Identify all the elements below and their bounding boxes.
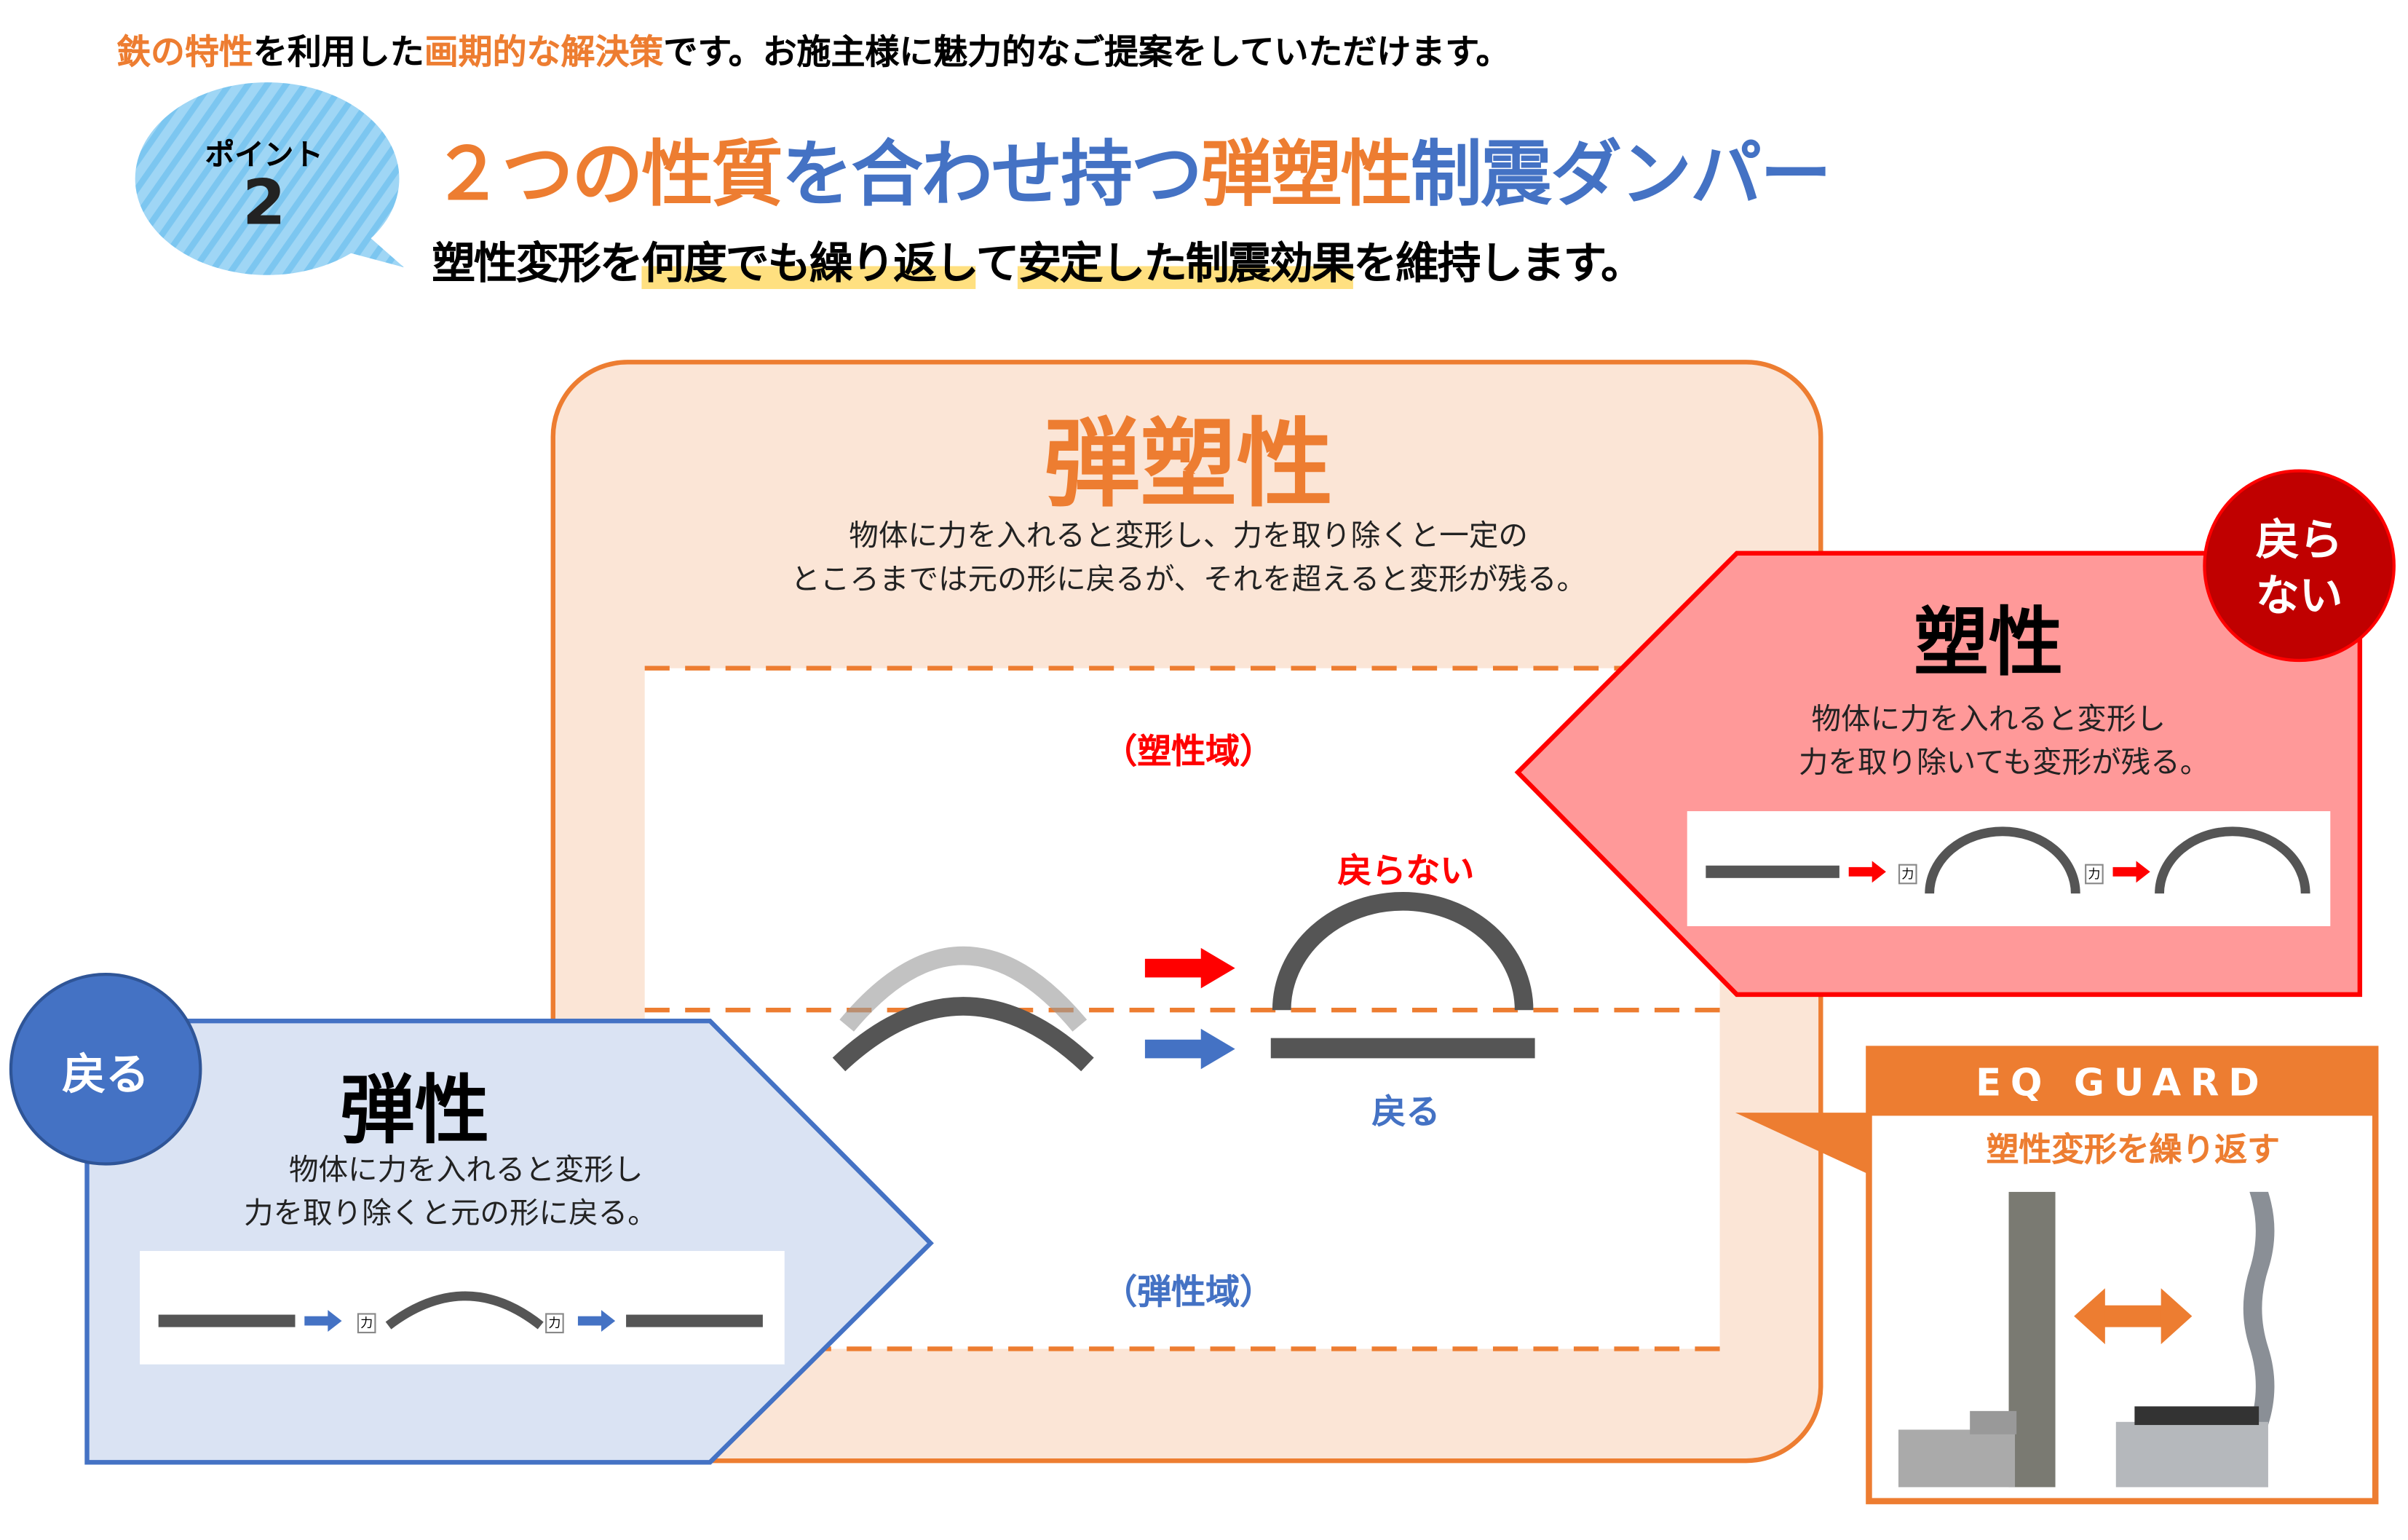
permanent-arch [1272, 892, 1534, 1011]
intro-part: を利用した [253, 33, 424, 74]
subtitle-part: を維持します。 [1353, 237, 1644, 289]
force-label: 力 [545, 1313, 564, 1334]
double-arrow-icon [2074, 1288, 2193, 1345]
intro-part: です。お施主様に魅力的なご提案をしていただけます。 [663, 33, 1510, 74]
plastic-heading: 塑性 [1914, 599, 2064, 687]
elastoplastic-heading: 弾塑性 [1044, 407, 1334, 521]
title-part: 制震ダンパー [1410, 132, 1831, 216]
force-label: 力 [2085, 864, 2104, 885]
subtitle-highlight: 安定した制震効果 [1018, 237, 1355, 289]
product-name: EQ GUARD [1976, 1061, 2269, 1105]
straight-bar [1270, 1038, 1535, 1059]
plastic-arch [1925, 826, 2080, 894]
intro-part: 画期的な解決策 [424, 33, 664, 74]
subtitle-part: 塑性変形を [432, 237, 643, 289]
plastic-desc-2: 力を取り除いても変形が残る。 [1798, 746, 2210, 781]
subtitle: 塑性変形を何度でも繰り返して安定した制震効果を維持します。 [432, 230, 1644, 299]
returns-badge [9, 973, 202, 1166]
point-number: 2 [242, 167, 286, 240]
returns-label: 戻る [1371, 1094, 1441, 1133]
subtitle-part: て [975, 237, 1020, 289]
no-return-label: 戻らない [1337, 853, 1475, 893]
elastoplastic-desc-2: ところまでは元の形に戻るが、それを超えると変形が残る。 [791, 562, 1587, 597]
title-part: を合わせ持つ [781, 132, 1203, 216]
elastoplastic-desc-1: 物体に力を入れると変形し、力を取り除くと一定の [849, 518, 1528, 553]
returns-badge-text: 戻る [62, 1049, 149, 1101]
elastic-desc-1: 物体に力を入れると変形し [288, 1153, 643, 1188]
bent-bar-faded [839, 946, 1088, 1032]
product-caption: 塑性変形を繰り返す [1986, 1131, 2280, 1169]
red-arrow-icon [1848, 861, 1886, 883]
subtitle-highlight: 何度でも繰り返し [641, 237, 978, 289]
plastic-arch-remains [2155, 826, 2310, 894]
elastic-zone-label: （弾性域） [1103, 1274, 1275, 1314]
bent-bar [832, 997, 1094, 1072]
force-label: 力 [357, 1313, 376, 1334]
damper-photo-straight [1898, 1191, 2056, 1488]
badge-line: 戻ら [2255, 514, 2343, 566]
blue-arrow-icon [304, 1310, 342, 1332]
page-title: ２つの性質を合わせ持つ弾塑性制震ダンパー [432, 118, 1831, 221]
intro-part: 鉄の特性 [116, 33, 253, 74]
intro-text: 鉄の特性を利用した画期的な解決策です。お施主様に魅力的なご提案をしていただけます… [116, 25, 1510, 74]
title-part: ２つの性質 [432, 132, 783, 216]
elastic-heading: 弾性 [340, 1067, 490, 1155]
red-arrow-icon [1144, 947, 1235, 989]
damper-photo-deformed [2115, 1191, 2275, 1488]
blue-arrow-icon [577, 1310, 616, 1332]
elastic-desc-2: 力を取り除くと元の形に戻る。 [244, 1196, 657, 1231]
no-return-badge [2203, 469, 2396, 663]
point-label: ポイント [205, 138, 323, 173]
badge-line: ない [2255, 570, 2343, 622]
blue-arrow-icon [1144, 1028, 1235, 1070]
plastic-desc-1: 物体に力を入れると変形し [1811, 702, 2166, 737]
plastic-zone-label: （塑性域） [1103, 733, 1275, 773]
red-arrow-icon [2112, 861, 2150, 883]
force-label: 力 [1898, 864, 1917, 885]
title-part: 弾塑性 [1200, 132, 1412, 216]
no-return-badge-text: 戻らない [2206, 513, 2393, 625]
elastic-arch [385, 1291, 544, 1330]
pointer-triangle [1735, 1113, 1877, 1178]
